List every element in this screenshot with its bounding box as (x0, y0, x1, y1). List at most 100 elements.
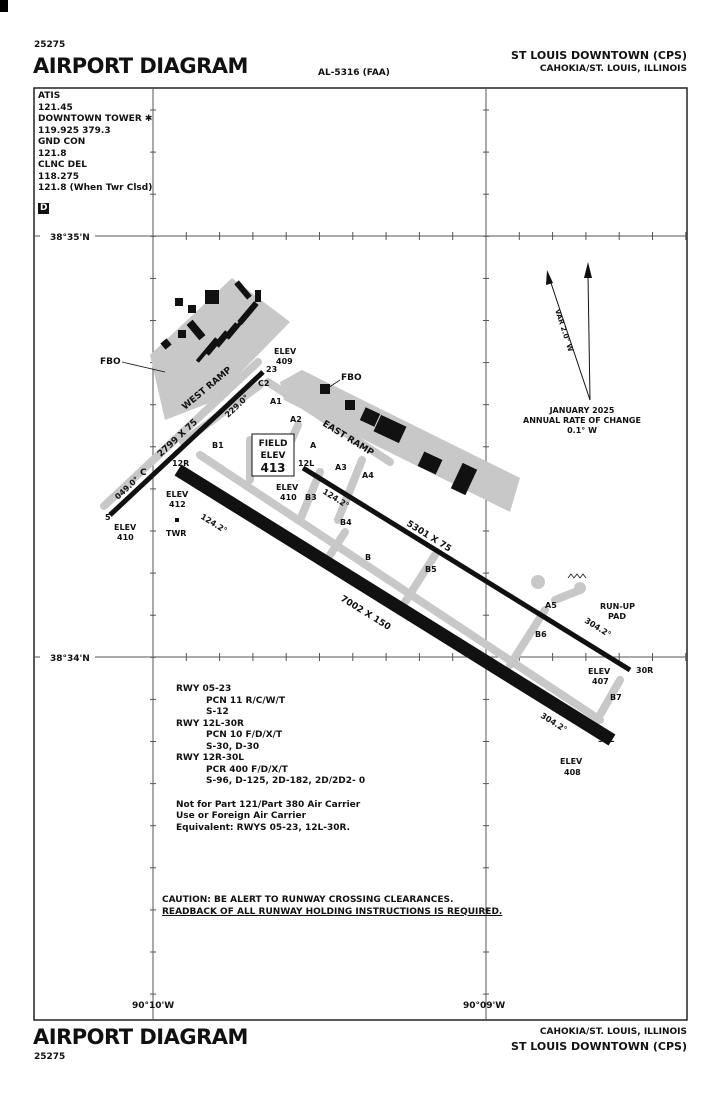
taxiway-label-b5: B5 (425, 565, 437, 574)
freq-line: DOWNTOWN TOWER ✱ (38, 114, 153, 124)
taxiway-label-c2: C2 (258, 379, 269, 388)
freq-line: 121.45 (38, 102, 73, 113)
west-ramp (150, 278, 290, 420)
pavement-line: PCR 400 F/D/X/T (206, 764, 288, 775)
mag-var-label: VAR 2.0° W (553, 308, 574, 353)
taxiway-a4 (334, 456, 366, 524)
pavement-line: PCN 10 F/D/X/T (206, 730, 283, 740)
grid-ticks (150, 109, 687, 995)
field-elev-value: 413 (260, 461, 285, 475)
taxiway-label-b1: B1 (212, 441, 224, 450)
rwy-end-5: 5 (105, 513, 111, 522)
taxiway-b7 (596, 676, 624, 719)
footer-location: CAHOKIA/ST. LOUIS, ILLINOIS (539, 1027, 687, 1037)
rwy-end-23: 23 (266, 365, 277, 374)
taxiway-label-a1: A1 (270, 397, 282, 406)
elev-label: ELEV (560, 757, 583, 766)
taxiway-c (100, 358, 262, 510)
taxiway-label-b7: B7 (610, 693, 622, 702)
tower-label: TWR (166, 529, 186, 538)
airport-location: CAHOKIA/ST. LOUIS, ILLINOIS (539, 64, 687, 74)
caution-line: READBACK OF ALL RUNWAY HOLDING INSTRUCTI… (162, 906, 503, 917)
elev-label: ELEV (274, 347, 297, 356)
field-elev-box (251, 433, 295, 477)
elev-label: ELEV (166, 490, 189, 499)
caution-notice: CAUTION: BE ALERT TO RUNWAY CROSSING CLE… (162, 895, 502, 918)
freq-line: 121.8 (When Twr Clsd) (38, 183, 153, 193)
runway-12r-30l (174, 464, 616, 746)
footer-airport-name: ST LOUIS DOWNTOWN (CPS) (511, 1040, 687, 1053)
page-title: AIRPORT DIAGRAM (33, 54, 248, 78)
runway-05-23 (108, 370, 265, 517)
freq-line: 119.925 379.3 (38, 125, 111, 136)
elev-410-mid: 410 (280, 493, 297, 502)
lon-label-right: 90°09'W (463, 1001, 505, 1011)
elev-label: ELEV (276, 483, 299, 492)
run-up-pad (574, 582, 586, 594)
rwy-end-12l: 12L (298, 459, 314, 468)
elev-412: 412 (169, 500, 186, 509)
lat-label-bottom: 38°34'N (50, 654, 90, 664)
runway-12l-30r (301, 465, 632, 673)
run-up-pad-label-1: RUN-UP (600, 602, 635, 611)
true-north-arrowhead-icon (584, 262, 592, 278)
rwy-end-30r: 30R (636, 666, 653, 675)
taxiway-b5 (396, 551, 439, 614)
taxiway-b6 (506, 606, 549, 669)
rwy-12r-hdg: 124.2° (199, 512, 229, 535)
taxiway-b (196, 451, 604, 724)
diagram-frame (33, 87, 688, 1021)
taxiways (100, 358, 624, 724)
elev-label: ELEV (588, 667, 611, 676)
pavement-data: RWY 05-23 PCN 11 R/C/W/T S-12 RWY 12L-30… (176, 684, 365, 834)
elev-409: 409 (276, 357, 293, 366)
scan-corner-mark (0, 0, 8, 12)
taxiway-label-a2: A2 (290, 415, 302, 424)
true-north-arrow (587, 274, 591, 401)
freq-line: CLNC DEL (38, 160, 87, 170)
note-line: Use or Foreign Air Carrier (176, 811, 307, 821)
chart-number: 25275 (34, 40, 66, 50)
airport-name: ST LOUIS DOWNTOWN (CPS) (511, 49, 687, 62)
taxiway-label-b: B (365, 553, 371, 562)
pavement-line: RWY 05-23 (176, 684, 232, 694)
field-elev-line1: FIELD (259, 439, 288, 449)
blast-fence-icon (567, 573, 587, 579)
taxiway-label-a4: A4 (362, 471, 374, 480)
lon-label-left: 90°10'W (132, 1001, 174, 1011)
freq-line: ATIS (38, 91, 61, 101)
elev-408: 408 (564, 768, 581, 777)
mag-rate-label: ANNUAL RATE OF CHANGE (523, 416, 641, 425)
pavement-line: S-96, D-125, 2D-182, 2D/2D2- 0 (206, 776, 366, 786)
taxiway-b3 (296, 468, 324, 524)
d-symbol: D (38, 202, 50, 214)
footer-chart-number: 25275 (34, 1052, 66, 1062)
magnetic-north-arrowhead-icon (546, 270, 553, 285)
field-elev-line2: ELEV (261, 451, 286, 461)
taxiway-label-a5: A5 (545, 601, 557, 610)
pavement-line: PCN 11 R/C/W/T (206, 695, 285, 706)
pavement-line: RWY 12R-30L (176, 753, 244, 763)
frequency-list: ATIS 121.45 DOWNTOWN TOWER ✱ 119.925 379… (38, 91, 152, 214)
magnetic-north-arrow (549, 279, 591, 401)
elev-407: 407 (592, 677, 609, 686)
freq-line: 118.275 (38, 171, 79, 182)
taxiway-b4 (326, 528, 349, 559)
taxiway-label-b3: B3 (305, 493, 317, 502)
elev-410-sw: 410 (117, 533, 134, 542)
fbo-label-west: FBO (100, 357, 121, 367)
taxiway-a (264, 378, 394, 466)
fbo-label-east: FBO (341, 373, 362, 383)
tower-symbol (175, 518, 179, 522)
run-up-pad-circle (531, 575, 545, 589)
taxiway-label-b6: B6 (535, 630, 547, 639)
note-line: Equivalent: RWYS 05-23, 12L-30R. (176, 822, 351, 833)
taxiway-label-b4: B4 (340, 518, 352, 527)
lat-lon-grid (34, 88, 687, 1020)
mag-rate: 0.1° W (567, 426, 597, 435)
pavement-line: S-12 (206, 707, 229, 717)
note-line: Not for Part 121/Part 380 Air Carrier (176, 799, 361, 810)
footer-title: AIRPORT DIAGRAM (33, 1025, 248, 1049)
pavement-line: S-30, D-30 (206, 741, 260, 752)
